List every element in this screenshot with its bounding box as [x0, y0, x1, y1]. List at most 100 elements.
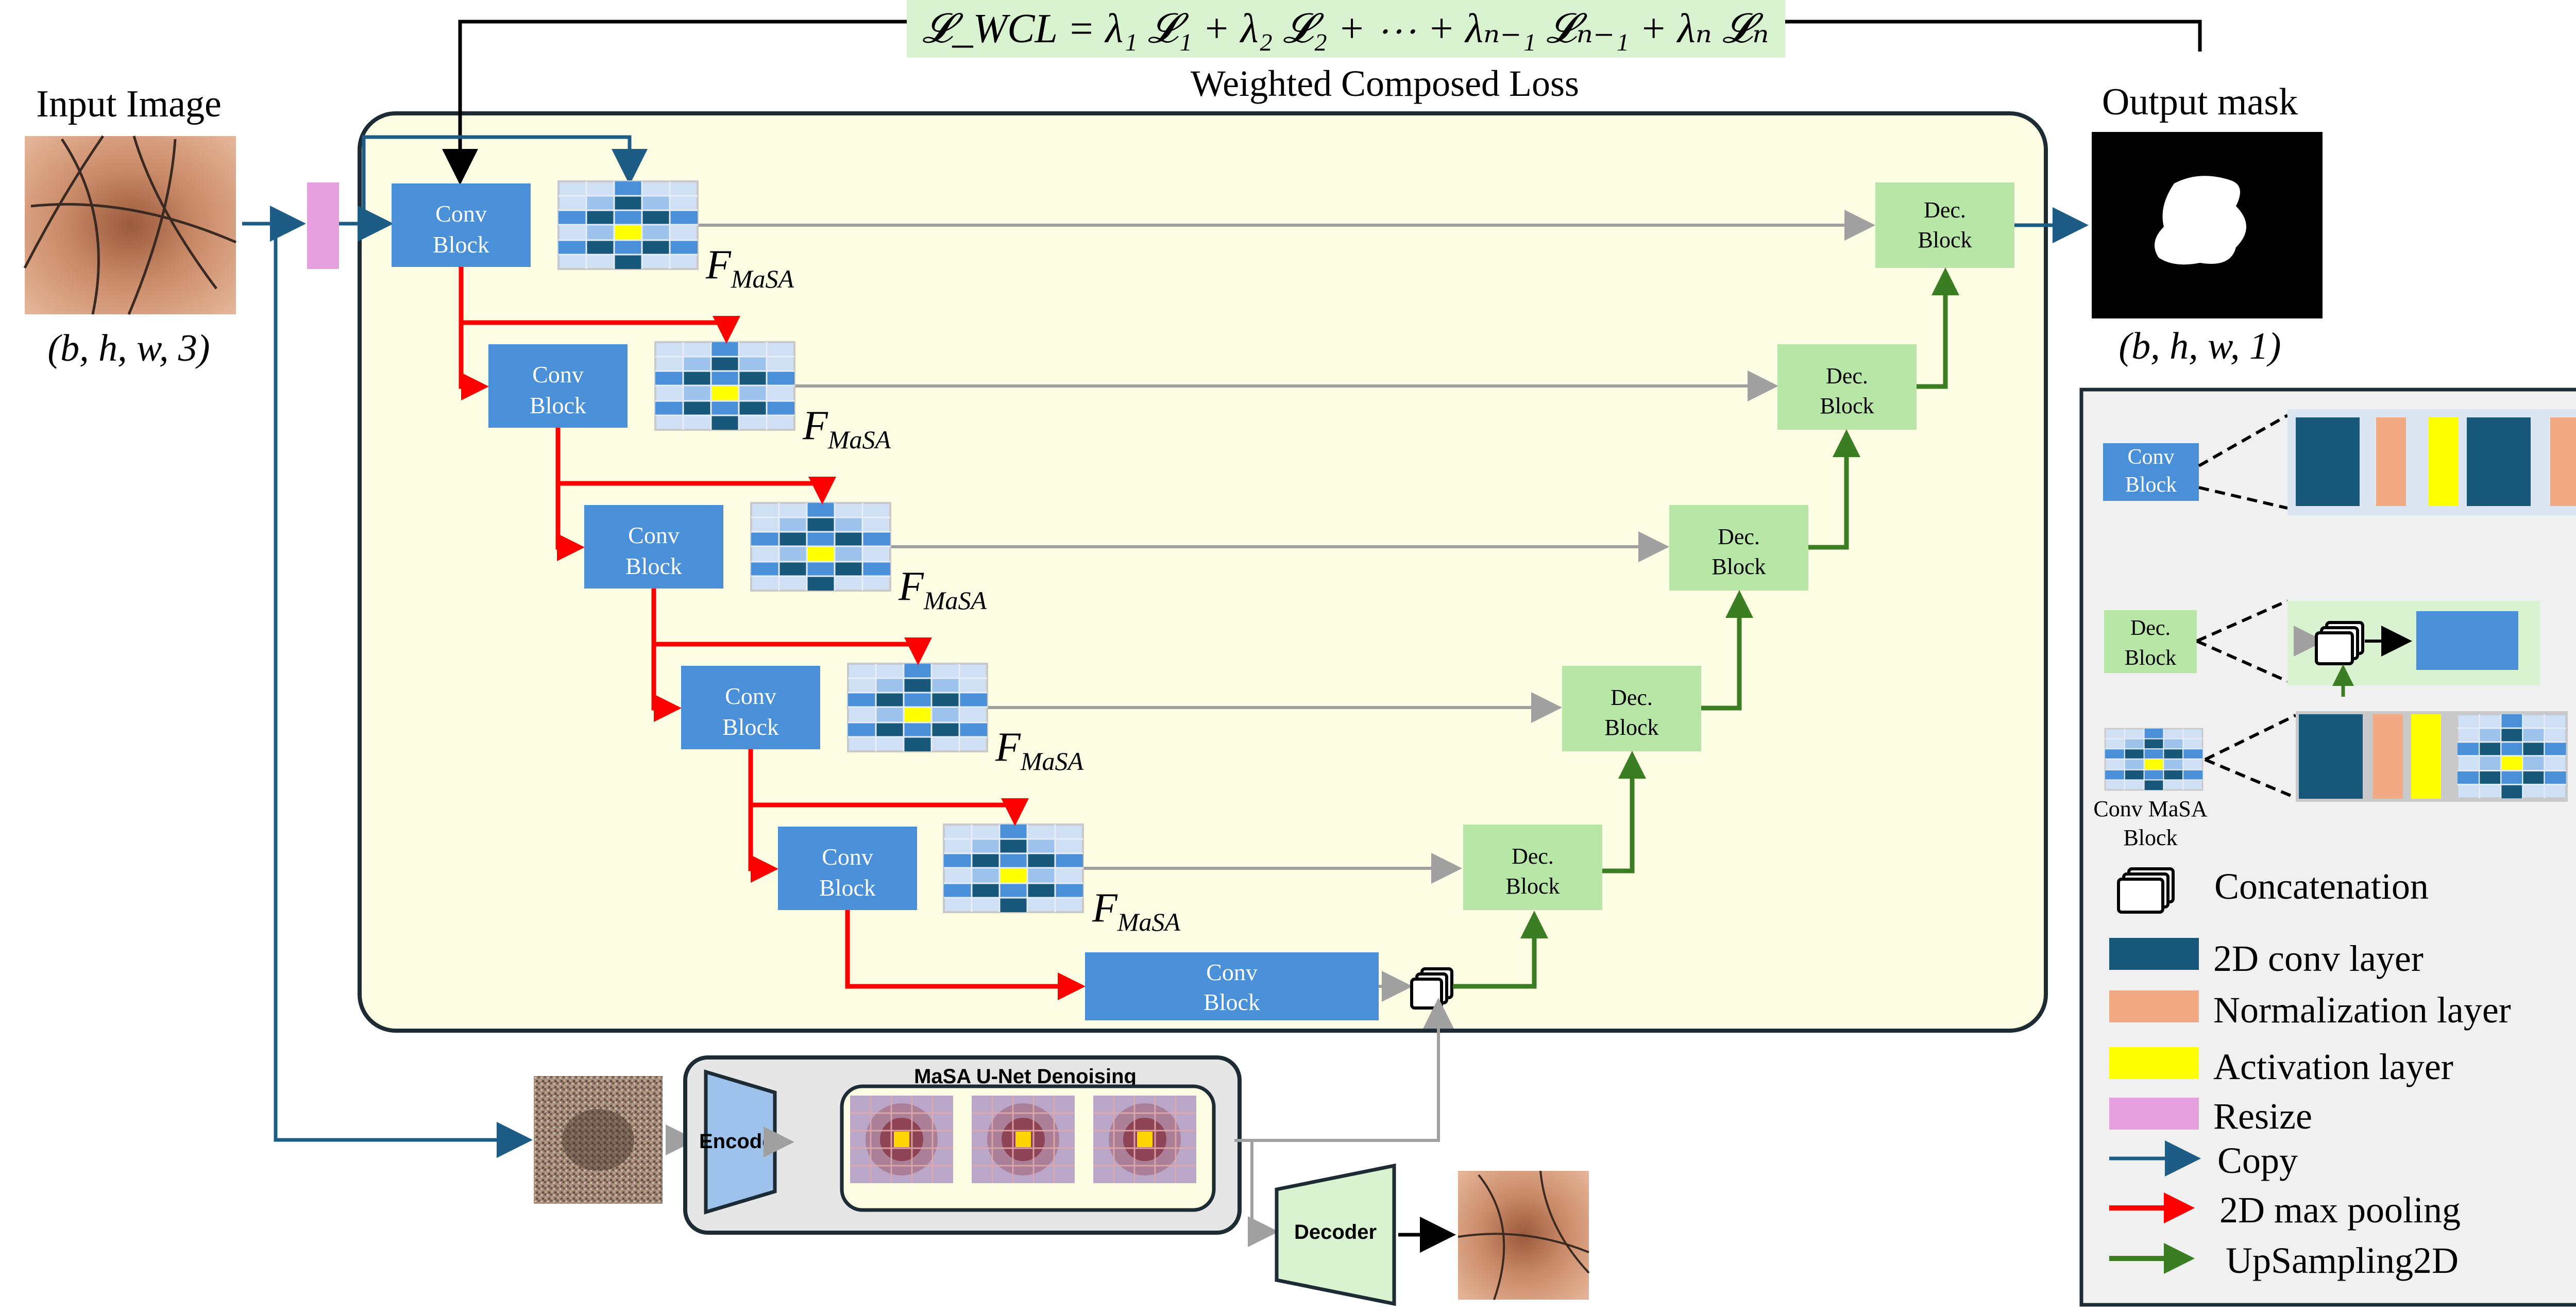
encoder-block-line2: Block: [433, 231, 489, 258]
denoise-title: MaSA U-Net Denoising: [914, 1065, 1137, 1088]
decoder-line1: Dec.: [1718, 524, 1760, 549]
bottleneck-line1: Conv: [1206, 959, 1258, 985]
legend-swatch-conv: [2109, 938, 2199, 970]
feature-label-1: FMaSA: [705, 242, 794, 293]
encoder-block-line1: Conv: [532, 361, 584, 388]
legend-dec-detail: [2287, 601, 2540, 697]
masa-grid-3: [750, 502, 891, 592]
denoise-to-concat-arrow: [1234, 998, 1454, 1142]
legend-panel: [2079, 388, 2576, 1307]
decoder-line2: Block: [1711, 554, 1766, 579]
decoder-line2: Block: [1918, 227, 1972, 253]
legend-dec-line1: Dec.: [2130, 616, 2171, 640]
denoise-encoder: [704, 1069, 777, 1215]
legend-conv-line1: Conv: [2127, 445, 2174, 469]
legend-conv-block: Conv Block: [2103, 443, 2199, 501]
input-title: Input Image: [36, 83, 222, 125]
legend-swatch-activation: [2109, 1047, 2199, 1079]
decoder-line1: Dec.: [1512, 844, 1554, 869]
decoder-block-4: Dec. Block: [1562, 666, 1701, 751]
bottleneck-to-decoder-arrow: [1234, 1139, 1279, 1247]
encoder-block-4: Conv Block: [681, 666, 820, 749]
decoder-block-2: Dec. Block: [1777, 344, 1917, 430]
legend-masa-block: [2104, 728, 2204, 791]
decoder-line1: Dec.: [1611, 685, 1653, 710]
masa-grid-1: [557, 180, 699, 270]
encoder-block-2: Conv Block: [488, 344, 628, 428]
legend-label-pool: 2D max pooling: [2219, 1189, 2461, 1231]
input-shape: (b, h, w, 3): [47, 327, 210, 369]
legend-label-resize: Resize: [2213, 1096, 2312, 1137]
legend-label-concat: Concatenation: [2214, 866, 2429, 907]
legend-dec-line2: Block: [2125, 646, 2176, 670]
denoise-encoder-label: Encoder: [699, 1130, 782, 1153]
feature-label-4: FMaSA: [995, 725, 1084, 776]
legend-conv-expand-lines: [2198, 414, 2289, 510]
legend-label-activation: Activation layer: [2213, 1046, 2453, 1087]
input-image: [23, 135, 236, 315]
decoder-line1: Dec.: [1826, 363, 1868, 389]
upsample-arrow-0: [1453, 911, 1548, 989]
encoder-block-3: Conv Block: [584, 505, 723, 589]
encoder-block-line2: Block: [819, 875, 876, 901]
output-title: Output mask: [2102, 81, 2298, 123]
legend-dec-expand-lines: [2196, 599, 2289, 683]
decoder-block-5: Dec. Block: [1463, 825, 1602, 910]
decoder-line2: Block: [1604, 715, 1658, 740]
upsampling-arrows: [1602, 267, 1959, 873]
legend-concat-icon: [2117, 867, 2175, 914]
encoder-block-line1: Conv: [628, 522, 680, 548]
heat-grid-2: [971, 1095, 1076, 1184]
feature-label-2: FMaSA: [802, 403, 891, 454]
decoder-line2: Block: [1820, 393, 1874, 418]
skip-connections: [699, 210, 1875, 884]
pooling-arrows: [459, 267, 1086, 1000]
decoder-block-1: Dec. Block: [1875, 182, 2014, 268]
legend-conv-detail: [2287, 409, 2576, 515]
feature-label-5: FMaSA: [1092, 885, 1181, 936]
decoder-block-3: Dec. Block: [1669, 505, 1808, 591]
decoder-line1: Dec.: [1924, 197, 1966, 223]
output-shape: (b, h, w, 1): [2119, 325, 2281, 367]
legend-label-copy: Copy: [2217, 1140, 2298, 1181]
encoder-block-line1: Conv: [725, 683, 776, 709]
resize-block: [307, 182, 339, 269]
masa-grid-5: [943, 823, 1084, 913]
encoder-block-5: Conv Block: [778, 827, 917, 910]
noisy-image: [534, 1076, 663, 1204]
legend-conv-line2: Block: [2125, 473, 2177, 497]
feature-label-3: FMaSA: [898, 564, 987, 615]
masa-grid-4: [847, 663, 988, 752]
loss-formula-box: [907, 0, 1785, 58]
bottleneck-block: Conv Block: [1085, 952, 1379, 1020]
encoder-block-line2: Block: [722, 714, 779, 740]
encoder-block-line1: Conv: [822, 844, 873, 870]
loss-caption: Weighted Composed Loss: [1191, 63, 1579, 104]
decoder-line2: Block: [1505, 873, 1560, 899]
legend-masa-line1: Conv MaSA: [2093, 796, 2207, 821]
heat-grid-1: [849, 1095, 954, 1184]
bottleneck-line2: Block: [1204, 989, 1260, 1015]
loss-line-right: [1785, 20, 2202, 52]
copy-arrow-denoise: [274, 224, 533, 1158]
encoder-block-line2: Block: [530, 392, 586, 418]
encoder-block-line1: Conv: [435, 200, 487, 227]
encoder-block-1: Conv Block: [392, 183, 531, 267]
legend-label-norm: Normalization layer: [2213, 989, 2511, 1031]
legend-label-up: UpSampling2D: [2226, 1240, 2459, 1281]
denoised-image: [1458, 1170, 1590, 1300]
copy-arrow-to-masa: [362, 135, 648, 224]
legend-dec-block: Dec. Block: [2104, 610, 2197, 673]
masa-grid-2: [654, 341, 795, 431]
legend-swatch-resize: [2109, 1098, 2199, 1130]
denoise-decoder-label: Decoder: [1294, 1221, 1377, 1243]
legend-masa-expand-lines: [2204, 714, 2297, 799]
denoise-decoder: [1275, 1163, 1396, 1306]
concat-icon: [1410, 967, 1453, 1010]
encoder-block-line2: Block: [625, 553, 682, 579]
legend-masa-line2: Block: [2123, 825, 2177, 850]
legend-label-conv: 2D conv layer: [2213, 938, 2424, 979]
loss-arrow-left: [442, 20, 907, 185]
heat-grid-3: [1092, 1095, 1197, 1184]
